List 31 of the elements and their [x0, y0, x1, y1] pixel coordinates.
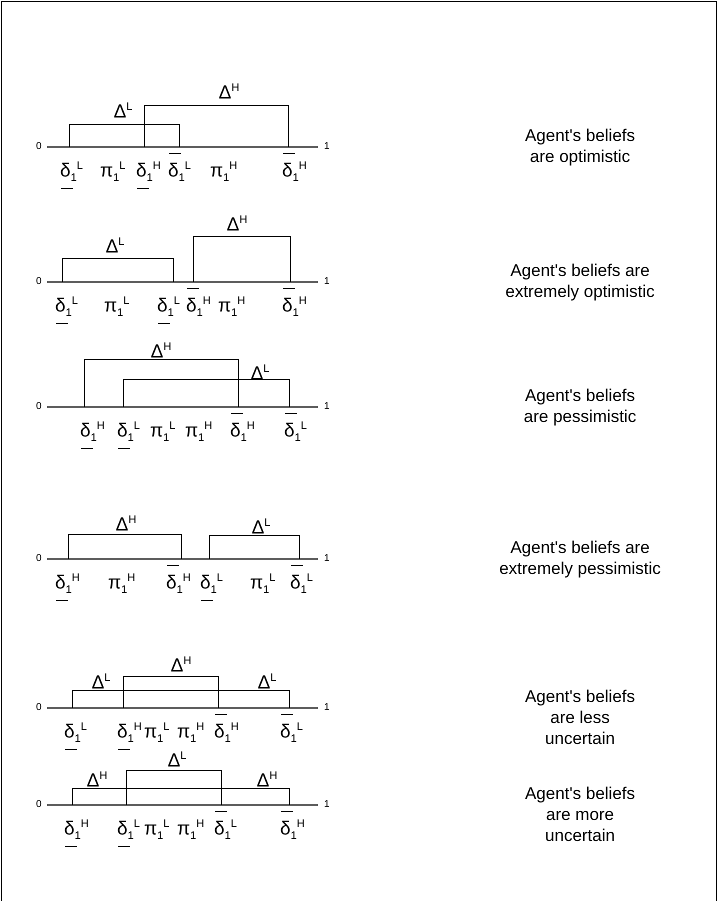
axis-end-label: 1: [324, 276, 330, 287]
panel-caption: Agent's beliefs are less uncertain: [524, 686, 636, 749]
interval-label: Δ$^{H}$: [226, 213, 248, 236]
interval-label: Δ$^{L}$: [258, 671, 276, 694]
interval-label: Δ$^{L}$: [106, 235, 124, 258]
interval-label: Δ$^{H}$: [218, 81, 240, 104]
panel-caption: Agent's beliefs are optimistic: [524, 125, 636, 167]
axis-end-label: 1: [324, 799, 330, 810]
interval-label: Δ$^{L}$: [114, 100, 132, 122]
axis-end-label: 1: [324, 702, 330, 713]
panel-caption: Agent's beliefs are pessimistic: [522, 385, 638, 427]
interval-label: Δ$^{H}$: [116, 513, 136, 536]
axis-end-label: 0: [36, 799, 42, 810]
interval-label: Δ$^{H}$: [170, 654, 192, 676]
interval-label: Δ$^{L}$: [92, 671, 110, 694]
interval-label: Δ$^{H}$: [150, 340, 172, 362]
axis-end-label: 1: [324, 401, 330, 412]
axis-end-label: 0: [36, 276, 42, 287]
axis-end-label: 0: [36, 141, 42, 152]
panel-caption: Agent's beliefs are extremely pessimistic: [498, 537, 662, 579]
interval-label: Δ$^{H}$: [256, 769, 278, 792]
axis-end-label: 0: [36, 553, 42, 564]
panel-caption: Agent's beliefs are extremely optimistic: [504, 260, 656, 302]
panel-caption: Agent's beliefs are more uncertain: [524, 783, 636, 846]
interval-label: Δ$^{H}$: [86, 769, 108, 792]
interval-label: Δ$^{L}$: [168, 749, 186, 772]
axis-end-label: 0: [36, 401, 42, 412]
axis-end-label: 1: [324, 141, 330, 152]
axis-end-label: 0: [36, 702, 42, 713]
axis-end-label: 1: [324, 553, 330, 564]
interval-label: Δ$^{L}$: [252, 516, 270, 538]
